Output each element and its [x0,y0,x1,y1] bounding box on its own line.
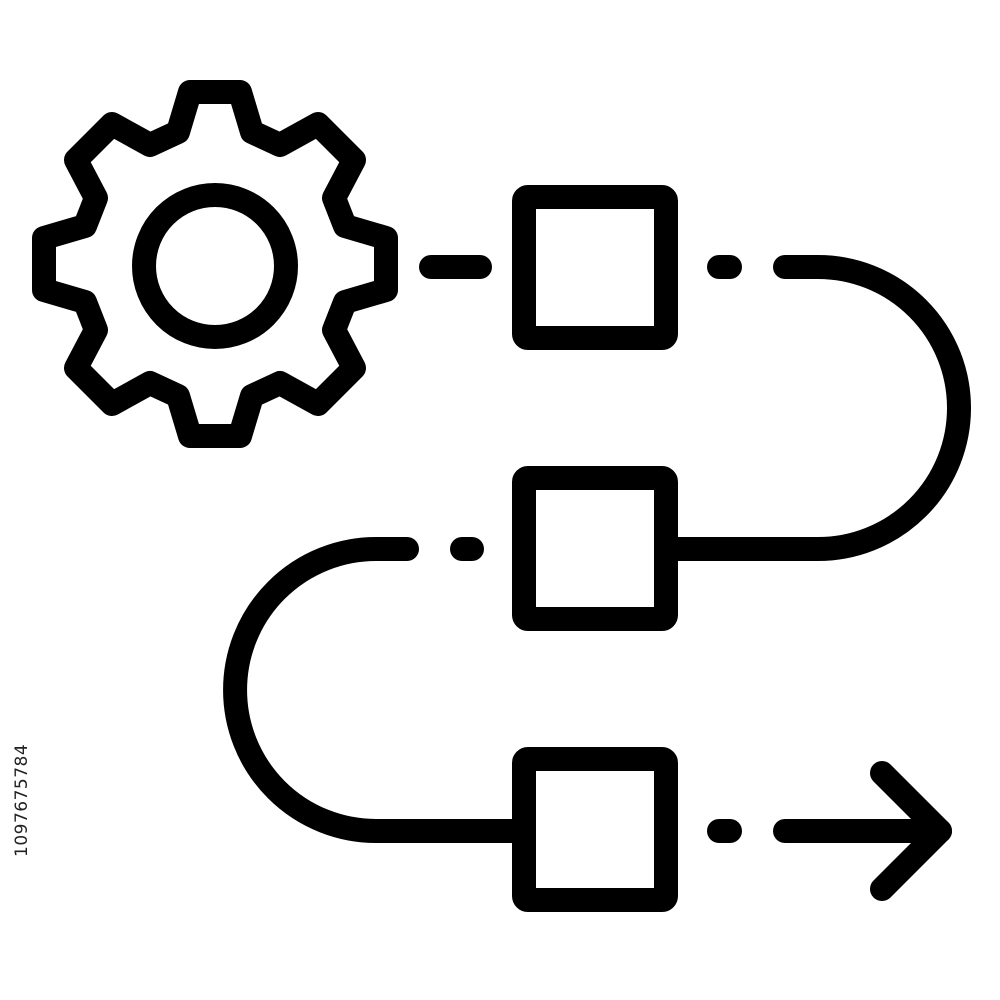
gear-hub-icon [132,183,298,349]
gear-icon [32,80,398,448]
process-step-box [512,185,678,350]
stock-id-watermark: 1097675784 [12,743,32,857]
connector-curve-left [223,537,536,843]
arrow-right-icon [870,761,952,901]
connector-curve-right [654,255,971,561]
process-step-box [512,466,678,631]
process-step-box [512,747,678,912]
